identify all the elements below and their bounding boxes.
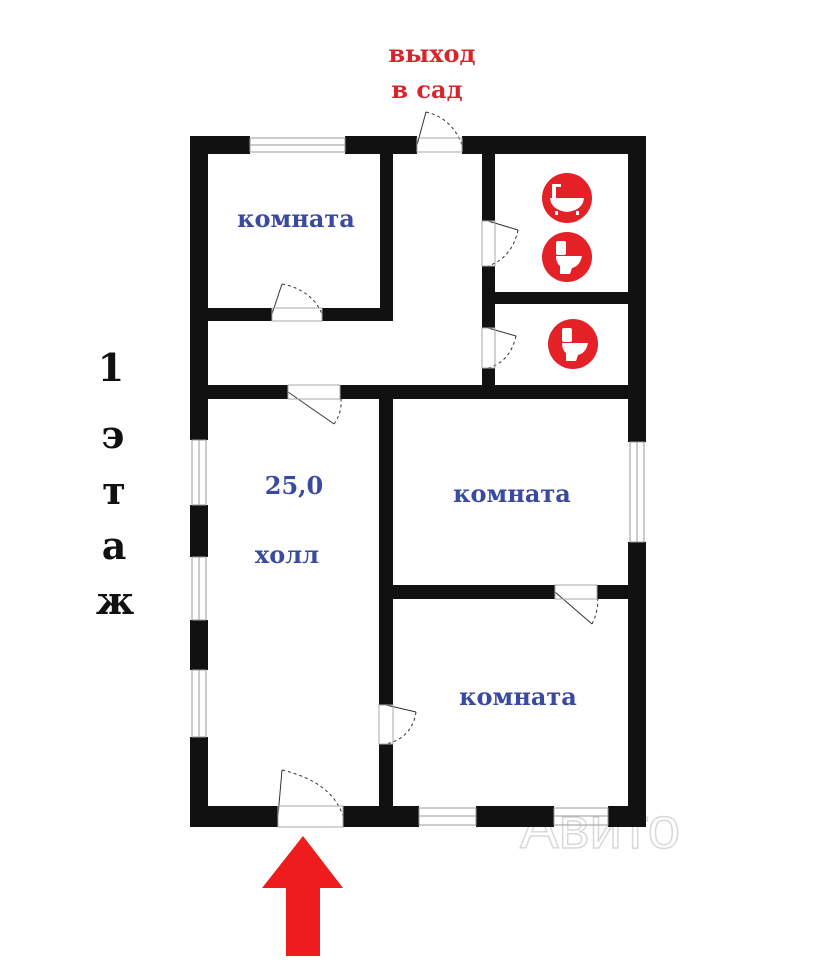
- room-label-top-left: комната: [237, 204, 355, 233]
- hall-label: холл: [255, 540, 319, 569]
- door-garden: [416, 111, 463, 153]
- floor-label-number: 1: [98, 345, 124, 390]
- toilet-icon: [548, 319, 598, 369]
- room-label-bottom-right: комната: [459, 682, 577, 711]
- exit-label: выход в сад: [388, 39, 475, 104]
- door-toilet: [481, 327, 517, 369]
- floor-label-char-4: ж: [96, 578, 134, 623]
- door-middle-right-room: [554, 584, 599, 625]
- floor-label-char-2: т: [102, 468, 126, 513]
- toilet-icon: [542, 232, 592, 282]
- door-hall-top: [287, 384, 342, 425]
- exit-label-line-2: в сад: [391, 75, 462, 104]
- door-top-left-room: [271, 283, 323, 322]
- windows: [191, 137, 645, 826]
- watermark: Авито: [520, 796, 680, 861]
- entrance-arrow-icon: [262, 836, 343, 956]
- room-label-middle-right: комната: [453, 479, 571, 508]
- door-entrance: [277, 769, 344, 828]
- walls: [190, 136, 646, 827]
- floor-label-char-3: а: [102, 523, 127, 568]
- door-bathroom: [481, 220, 519, 267]
- hall-area: 25,0: [265, 471, 323, 500]
- floor-label: 1 э т а ж: [96, 345, 134, 623]
- doors: [271, 111, 599, 828]
- floor-label-char-1: э: [101, 412, 124, 457]
- door-bottom-right-room: [378, 704, 417, 745]
- bathtub-icon: [542, 173, 592, 223]
- exit-label-line-1: выход: [388, 39, 475, 68]
